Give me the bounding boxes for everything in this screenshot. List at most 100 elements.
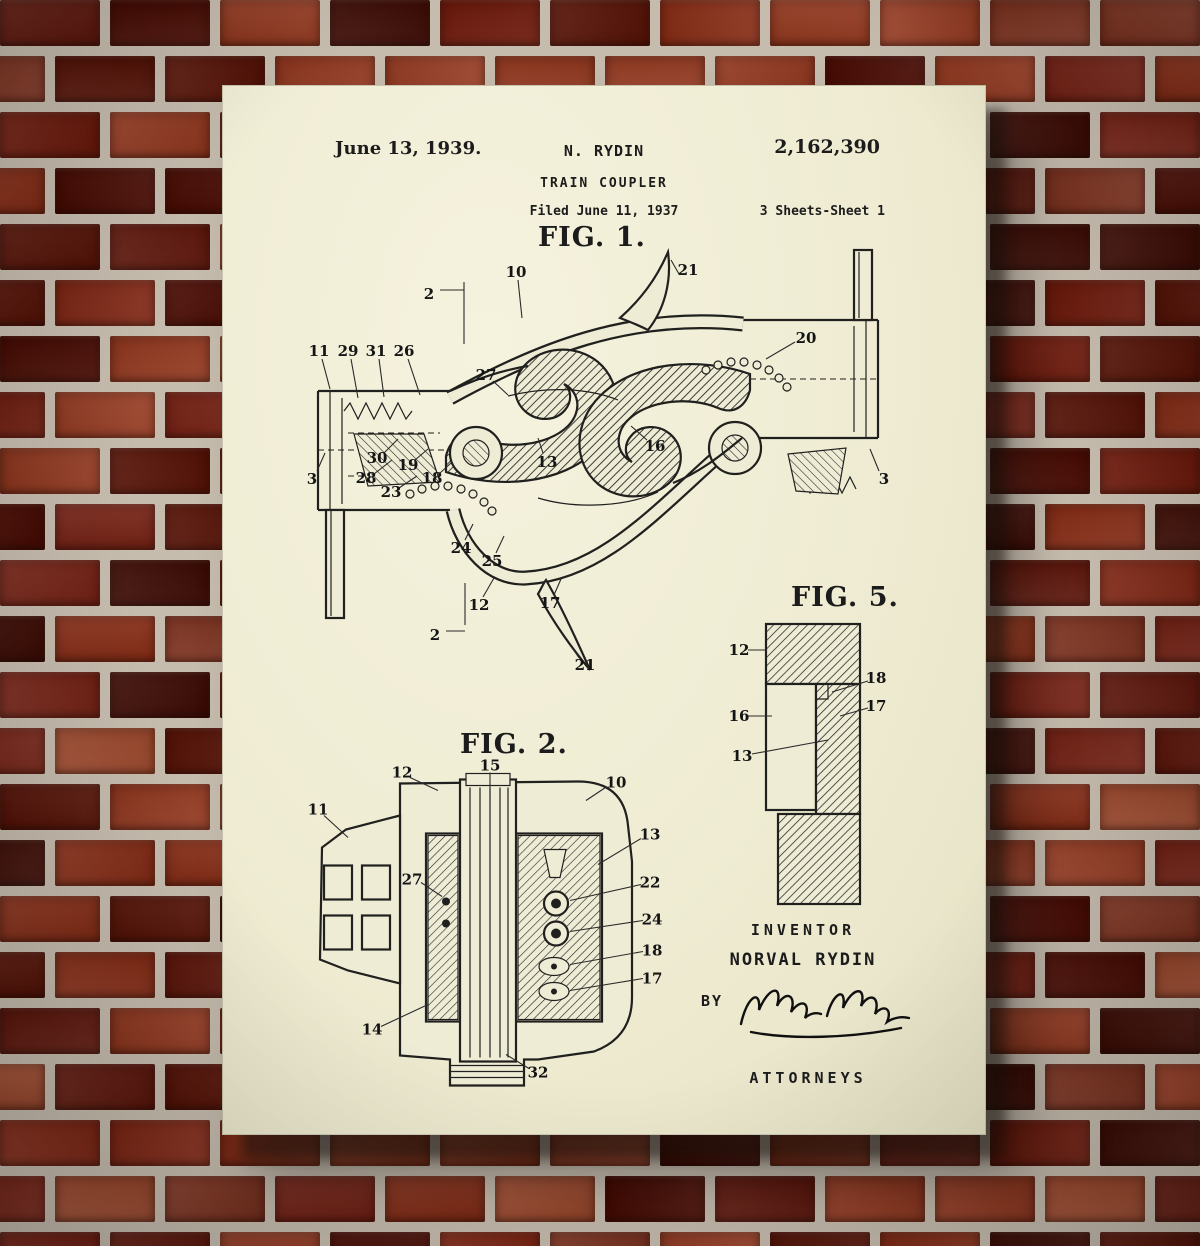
brick [0, 784, 100, 830]
inventor-name: NORVAL RYDIN [729, 950, 877, 970]
brick [110, 1120, 210, 1166]
upper-guard-arm [446, 247, 744, 405]
brick [165, 1176, 265, 1222]
leader-line [323, 815, 349, 838]
leader-line [409, 777, 439, 791]
ref-numeral: 18 [642, 942, 663, 960]
ref-numeral: 3 [879, 470, 889, 488]
brick [330, 1232, 430, 1246]
leader-line [517, 279, 523, 319]
lug-slot [322, 864, 354, 901]
ref-numeral: 10 [506, 263, 527, 281]
brick [0, 560, 100, 606]
brick [0, 1176, 45, 1222]
right-drawbar [730, 248, 880, 495]
brick [275, 1176, 375, 1222]
leader-line [350, 358, 359, 399]
hatch-left [427, 834, 459, 1021]
brick [0, 0, 100, 46]
ref-numeral: 26 [394, 342, 415, 360]
brick [1155, 840, 1200, 886]
brick [1100, 224, 1200, 270]
patent-poster: June 13, 1939. N. RYDIN 2,162,390 TRAIN … [222, 85, 986, 1135]
ref-numeral: 15 [480, 757, 501, 775]
brick [0, 224, 100, 270]
leader-line [670, 259, 680, 275]
brick [55, 392, 155, 438]
brick [1155, 168, 1200, 214]
patent-inventor-header: N. RYDIN [563, 142, 645, 160]
brick [110, 0, 210, 46]
brick [990, 1008, 1090, 1054]
ref-numeral: 11 [309, 342, 330, 360]
brick [880, 0, 980, 46]
brick [0, 392, 45, 438]
brick [0, 672, 100, 718]
ref-numeral: 13 [537, 453, 558, 471]
brick [770, 0, 870, 46]
leader-line [495, 535, 505, 554]
brick [1155, 392, 1200, 438]
brick [1155, 280, 1200, 326]
brick [1100, 336, 1200, 382]
ref-numeral: 13 [732, 747, 753, 765]
brick [1100, 672, 1200, 718]
ref-numeral: 21 [678, 261, 699, 279]
ref-numeral: 12 [729, 641, 750, 659]
patent-number: 2,162,390 [774, 136, 880, 158]
brick [0, 168, 45, 214]
brick [110, 784, 210, 830]
left-pivot-pin [448, 425, 504, 481]
ref-numeral: 14 [362, 1021, 383, 1039]
brick [0, 448, 100, 494]
leader-line [585, 786, 608, 801]
brick [1045, 616, 1145, 662]
leader-line [464, 523, 474, 541]
ref-numeral: 31 [366, 342, 387, 360]
attorneys-label: ATTORNEYS [749, 1069, 867, 1087]
funnel-detail [543, 848, 567, 879]
lug-17-pin [551, 988, 557, 995]
brick [990, 448, 1090, 494]
pin-27b [442, 919, 450, 928]
leader-line [321, 358, 331, 390]
brick [0, 952, 45, 998]
brick [0, 112, 100, 158]
brick [1045, 392, 1145, 438]
brick [0, 1008, 100, 1054]
brick [990, 1232, 1090, 1246]
brick [1100, 0, 1200, 46]
brick [0, 1120, 100, 1166]
leader-line [553, 578, 562, 596]
ref-numeral: 18 [422, 469, 443, 487]
leader-line [383, 438, 399, 454]
brick [440, 0, 540, 46]
brick [660, 0, 760, 46]
brick [990, 336, 1090, 382]
rivets-top [701, 357, 792, 392]
leader-line [398, 475, 418, 489]
leader-line [630, 425, 648, 441]
leader-line [378, 358, 385, 398]
ref-numeral: 12 [469, 596, 490, 614]
brick [0, 616, 45, 662]
leader-line [569, 883, 642, 902]
rivets-bottom [405, 481, 497, 516]
leader-line [414, 448, 429, 461]
patent-date: June 13, 1939. [335, 138, 482, 159]
brick [1045, 840, 1145, 886]
ref-numeral: 32 [528, 1064, 549, 1082]
brick [935, 1176, 1035, 1222]
brick [1155, 504, 1200, 550]
brick [110, 672, 210, 718]
brick [55, 280, 155, 326]
ref-numeral: 16 [729, 707, 750, 725]
leader-line [373, 459, 393, 475]
brick [110, 560, 210, 606]
leader-line [492, 380, 509, 396]
ref-numeral: 3 [307, 470, 317, 488]
leader-line [407, 358, 421, 396]
brick [1155, 952, 1200, 998]
